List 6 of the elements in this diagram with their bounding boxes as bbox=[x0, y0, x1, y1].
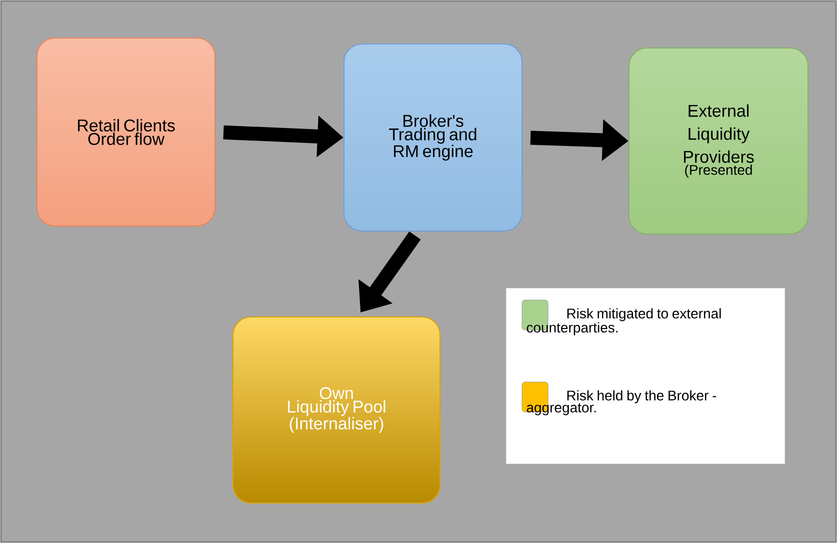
process-box: External Liquidity Providers (Presented bbox=[628, 48, 809, 234]
process-box: Own Liquidity Pool (Internaliser) bbox=[232, 316, 440, 504]
process-box: Retail Clients Order flow bbox=[36, 38, 216, 226]
process-box: Broker's Trading and RM engine bbox=[344, 44, 522, 232]
legend-text: Risk held by the Broker - aggregator. bbox=[526, 390, 716, 416]
legend-text: Risk mitigated to external counterparties. bbox=[526, 308, 721, 336]
